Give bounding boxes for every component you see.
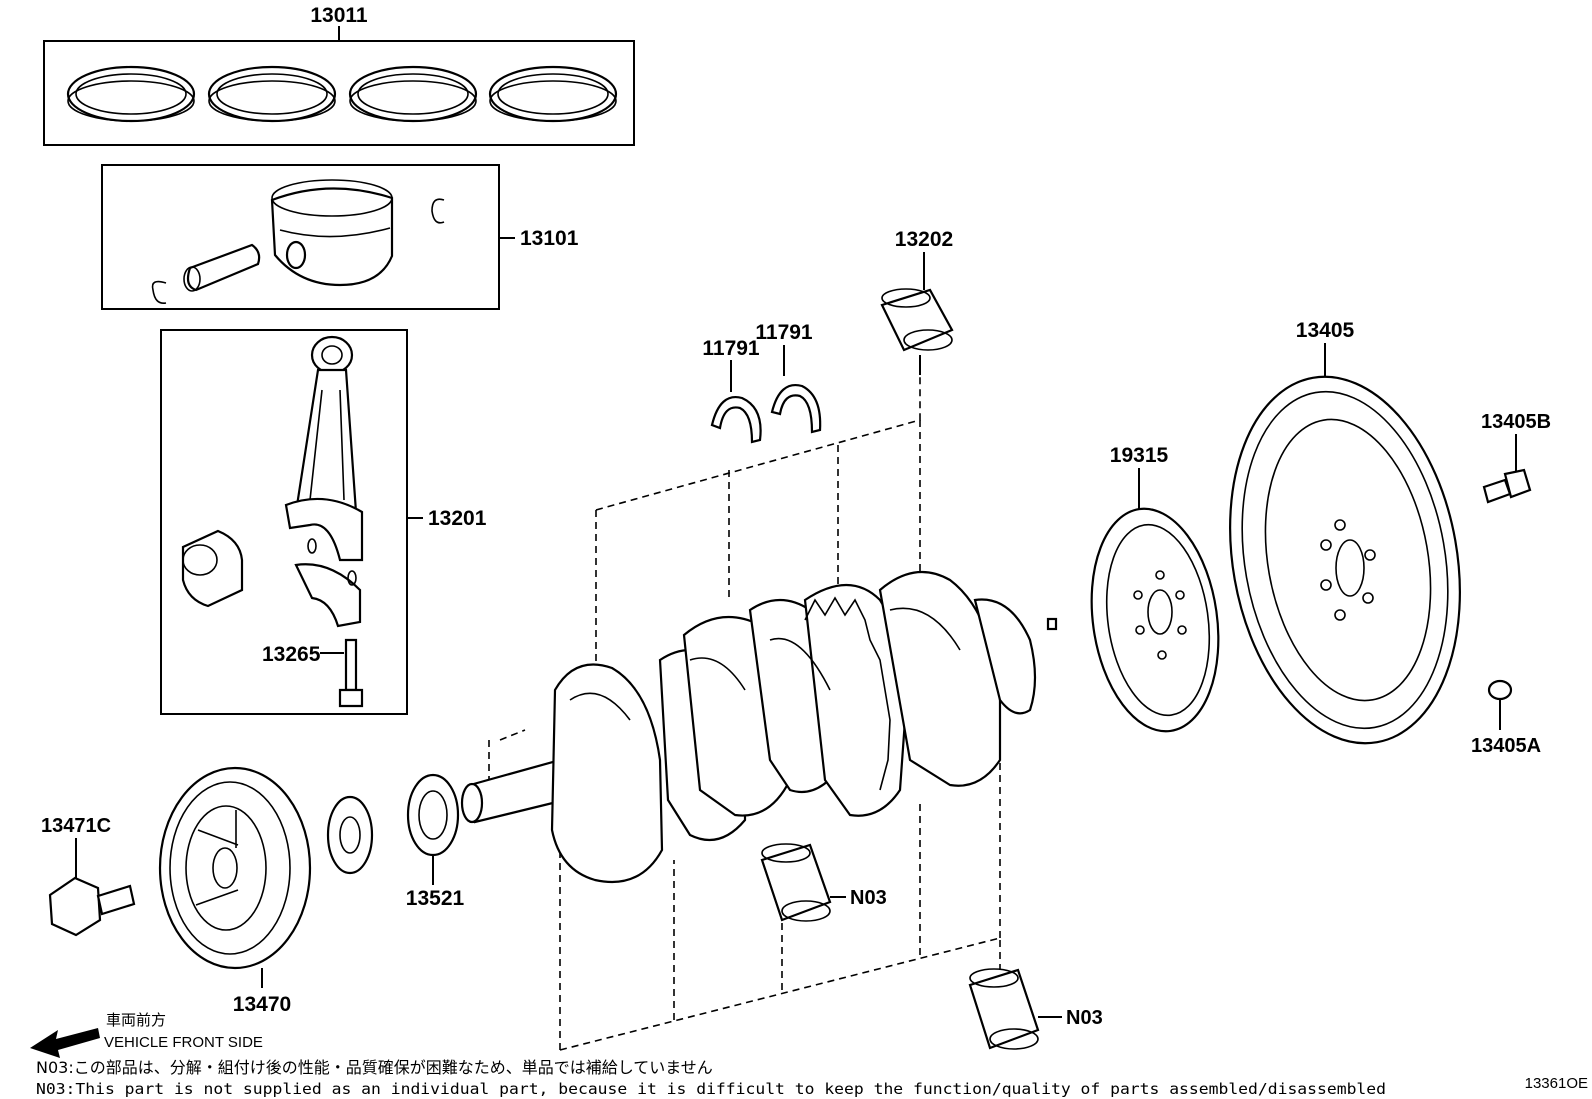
crankshaft-illustration — [460, 570, 1037, 884]
rod-bearing-group: 13202 — [880, 228, 954, 375]
main-bearing-upper-group: N03 — [760, 843, 887, 922]
flywheel-illustration — [1229, 375, 1461, 745]
crank-pulley-group: 13470 — [158, 766, 312, 1016]
part-number-rod-bearing[interactable]: 13202 — [895, 228, 953, 251]
part-number-flywheel-pin[interactable]: 13405A — [1471, 735, 1541, 757]
flywheel-bolt-group: 13405B — [1481, 411, 1551, 504]
main-bearing-lower-illustration — [968, 968, 1040, 1050]
note-english: N03:This part is not supplied as an indi… — [36, 1080, 1386, 1098]
part-number-thrust-washer-left[interactable]: 11791 — [702, 337, 760, 360]
crank-sprocket-illustration — [326, 773, 460, 875]
assembly-guide-lines — [488, 375, 1001, 1051]
connecting-rod-illustration — [181, 335, 364, 708]
part-number-pulley-bolt[interactable]: 13471C — [41, 815, 111, 837]
main-bearing-lower-group: N03 — [968, 968, 1103, 1050]
part-number-flywheel[interactable]: 13405 — [1296, 319, 1355, 342]
pulley-bolt-illustration — [48, 876, 136, 937]
flywheel-bolt-illustration — [1482, 468, 1532, 504]
illustration-code: 13361OE — [1525, 1075, 1588, 1092]
thrust-washer-group: 11791 11791 — [702, 321, 822, 444]
thrust-washer-illustration — [710, 383, 822, 444]
part-number-piston-ring-set[interactable]: 13011 — [310, 4, 368, 27]
part-number-rod-bolt[interactable]: 13265 — [262, 643, 321, 666]
piston-ring-illustration — [66, 65, 618, 123]
vehicle-front-label-en: VEHICLE FRONT SIDE — [104, 1034, 263, 1051]
connecting-rod-group: 13201 13265 — [160, 329, 487, 715]
front-direction-indicator: 車両前方 VEHICLE FRONT SIDE — [30, 1012, 263, 1058]
note-japanese: N03:この部品は、分解・組付け後の性能・品質確保が困難なため、単品では補給して… — [36, 1058, 713, 1077]
timing-rotor-illustration — [1090, 507, 1220, 733]
piston-ring-set-group: 13011 — [43, 4, 635, 146]
part-number-main-bearing-upper[interactable]: N03 — [850, 887, 887, 909]
pulley-bolt-group: 13471C — [41, 815, 136, 937]
part-number-flywheel-bolt[interactable]: 13405B — [1481, 411, 1551, 433]
main-bearing-upper-illustration — [760, 843, 832, 922]
part-number-connecting-rod[interactable]: 13201 — [428, 507, 487, 530]
vehicle-front-label-jp: 車両前方 — [106, 1012, 166, 1029]
piston-group: 13101 — [101, 164, 579, 310]
front-arrow-icon — [30, 1028, 100, 1058]
piston-illustration — [151, 179, 445, 305]
part-number-thrust-washer-right[interactable]: 11791 — [755, 321, 813, 344]
part-number-crank-sprocket[interactable]: 13521 — [406, 887, 465, 910]
crank-sprocket-group: 13521 — [326, 773, 465, 910]
rod-bearing-illustration — [880, 288, 954, 352]
crank-pulley-illustration — [158, 766, 312, 970]
part-number-main-bearing-lower[interactable]: N03 — [1066, 1007, 1103, 1029]
part-number-piston[interactable]: 13101 — [520, 227, 579, 250]
part-number-crank-pulley[interactable]: 13470 — [233, 993, 291, 1016]
flywheel-pin-illustration — [1487, 679, 1513, 701]
flywheel-group: 13405 — [1229, 319, 1461, 745]
part-number-timing-rotor[interactable]: 19315 — [1110, 444, 1169, 467]
timing-rotor-group: 19315 — [1046, 444, 1220, 733]
flywheel-pin-group: 13405A — [1471, 679, 1541, 757]
